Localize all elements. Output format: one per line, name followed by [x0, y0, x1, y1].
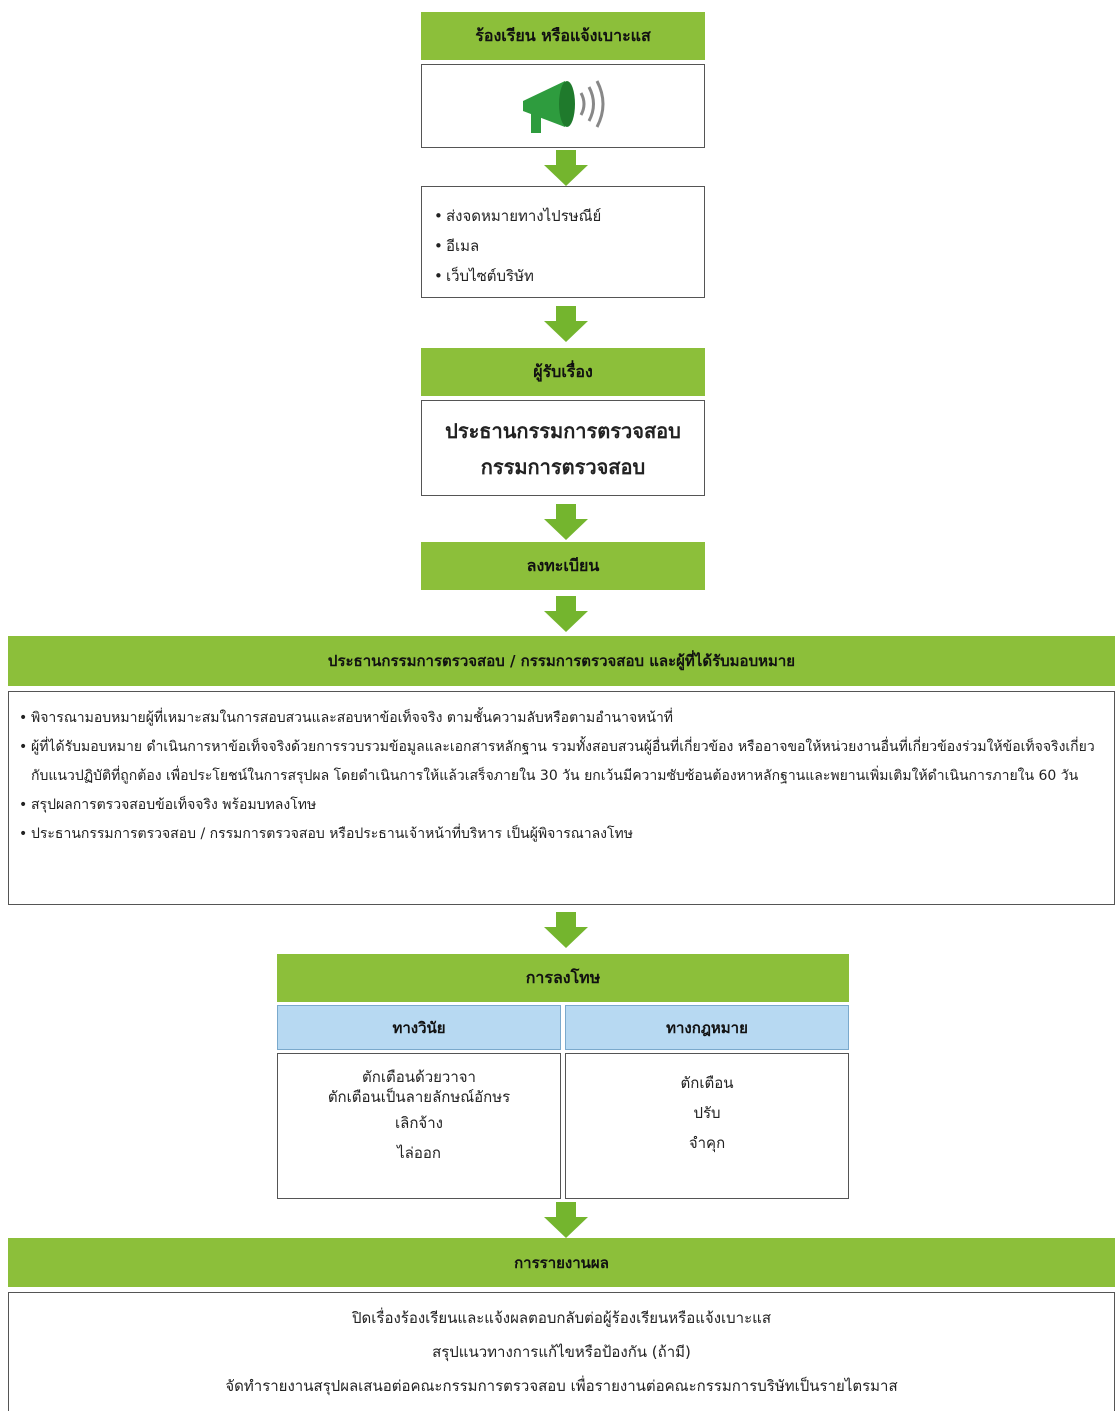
arrow-down-icon [544, 150, 588, 186]
investigation-title: ประธานกรรมการตรวจสอบ / กรรมการตรวจสอบ แล… [327, 652, 796, 670]
channel-item-website: เว็บไซต์บริษัท [434, 261, 704, 291]
channel-item-post: ส่งจดหมายทางไปรษณีย์ [434, 201, 704, 231]
investigation-list: พิจารณามอบหมายผู้ที่เหมาะสมในการสอบสวนแล… [19, 704, 1098, 849]
megaphone-icon [515, 71, 611, 141]
channel-item-email: อีเมล [434, 231, 704, 261]
step-report-title: ร้องเรียน หรือแจ้งเบาะแส [475, 25, 651, 45]
investigation-item-summary: สรุปผลการตรวจสอบข้อเท็จจริง พร้อมบทลงโทษ [19, 791, 1098, 820]
penalty-legal-header: ทางกฎหมาย [565, 1005, 849, 1050]
penalty-header: การลงโทษ [277, 954, 849, 1002]
result-line-report: จัดทำรายงานสรุปผลเสนอต่อคณะกรรมการตรวจสอ… [225, 1377, 898, 1395]
disciplinary-item-dismiss: เลิกจ้าง [395, 1114, 443, 1132]
result-line-close: ปิดเรื่องร้องเรียนและแจ้งผลตอบกลับต่อผู้… [352, 1309, 771, 1327]
legal-item-prison: จำคุก [688, 1134, 726, 1152]
result-box: ปิดเรื่องร้องเรียนและแจ้งผลตอบกลับต่อผู้… [8, 1292, 1115, 1411]
disciplinary-item-expel: ไล่ออก [397, 1144, 441, 1162]
investigation-item-process: ผู้ที่ได้รับมอบหมาย ดำเนินการหาข้อเท็จจร… [19, 733, 1098, 791]
receiver-header: ผู้รับเรื่อง [421, 348, 705, 396]
investigation-item-assign: พิจารณามอบหมายผู้ที่เหมาะสมในการสอบสวนแล… [19, 704, 1098, 733]
receiver-title: ผู้รับเรื่อง [533, 361, 593, 381]
receiver-line-chairman: ประธานกรรมการตรวจสอบ [445, 419, 681, 443]
megaphone-box [421, 64, 705, 148]
result-header: การรายงานผล [8, 1238, 1115, 1287]
penalty-disciplinary-header: ทางวินัย [277, 1005, 561, 1050]
legal-item-fine: ปรับ [693, 1104, 721, 1122]
penalty-disciplinary-box: ตักเตือนด้วยวาจา ตักเตือนเป็นลายลักษณ์อั… [277, 1053, 561, 1199]
legal-item-warning: ตักเตือน [680, 1074, 734, 1092]
arrow-down-icon [544, 1202, 588, 1238]
investigation-box: พิจารณามอบหมายผู้ที่เหมาะสมในการสอบสวนแล… [8, 691, 1115, 905]
arrow-down-icon [544, 306, 588, 342]
channels-list: ส่งจดหมายทางไปรษณีย์ อีเมล เว็บไซต์บริษั… [434, 201, 704, 291]
arrow-down-icon [544, 596, 588, 632]
investigation-header: ประธานกรรมการตรวจสอบ / กรรมการตรวจสอบ แล… [8, 636, 1115, 686]
register-title: ลงทะเบียน [526, 555, 600, 575]
step-report-header: ร้องเรียน หรือแจ้งเบาะแส [421, 12, 705, 60]
receiver-box: ประธานกรรมการตรวจสอบ กรรมการตรวจสอบ [421, 400, 705, 496]
investigation-item-decision: ประธานกรรมการตรวจสอบ / กรรมการตรวจสอบ หร… [19, 820, 1098, 849]
receiver-line-committee: กรรมการตรวจสอบ [480, 455, 646, 479]
register-header: ลงทะเบียน [421, 542, 705, 590]
penalty-title: การลงโทษ [525, 967, 601, 987]
penalty-disciplinary-title: ทางวินัย [392, 1018, 446, 1037]
result-title: การรายงานผล [514, 1253, 609, 1272]
result-line-solution: สรุปแนวทางการแก้ไขหรือป้องกัน (ถ้ามี) [432, 1343, 691, 1361]
arrow-down-icon [544, 504, 588, 540]
channels-box: ส่งจดหมายทางไปรษณีย์ อีเมล เว็บไซต์บริษั… [421, 186, 705, 298]
disciplinary-item-written: ตักเตือนเป็นลายลักษณ์อักษร [327, 1088, 511, 1106]
disciplinary-item-verbal: ตักเตือนด้วยวาจา [362, 1068, 476, 1086]
penalty-legal-title: ทางกฎหมาย [666, 1018, 748, 1037]
arrow-down-icon [544, 912, 588, 948]
penalty-legal-box: ตักเตือน ปรับ จำคุก [565, 1053, 849, 1199]
